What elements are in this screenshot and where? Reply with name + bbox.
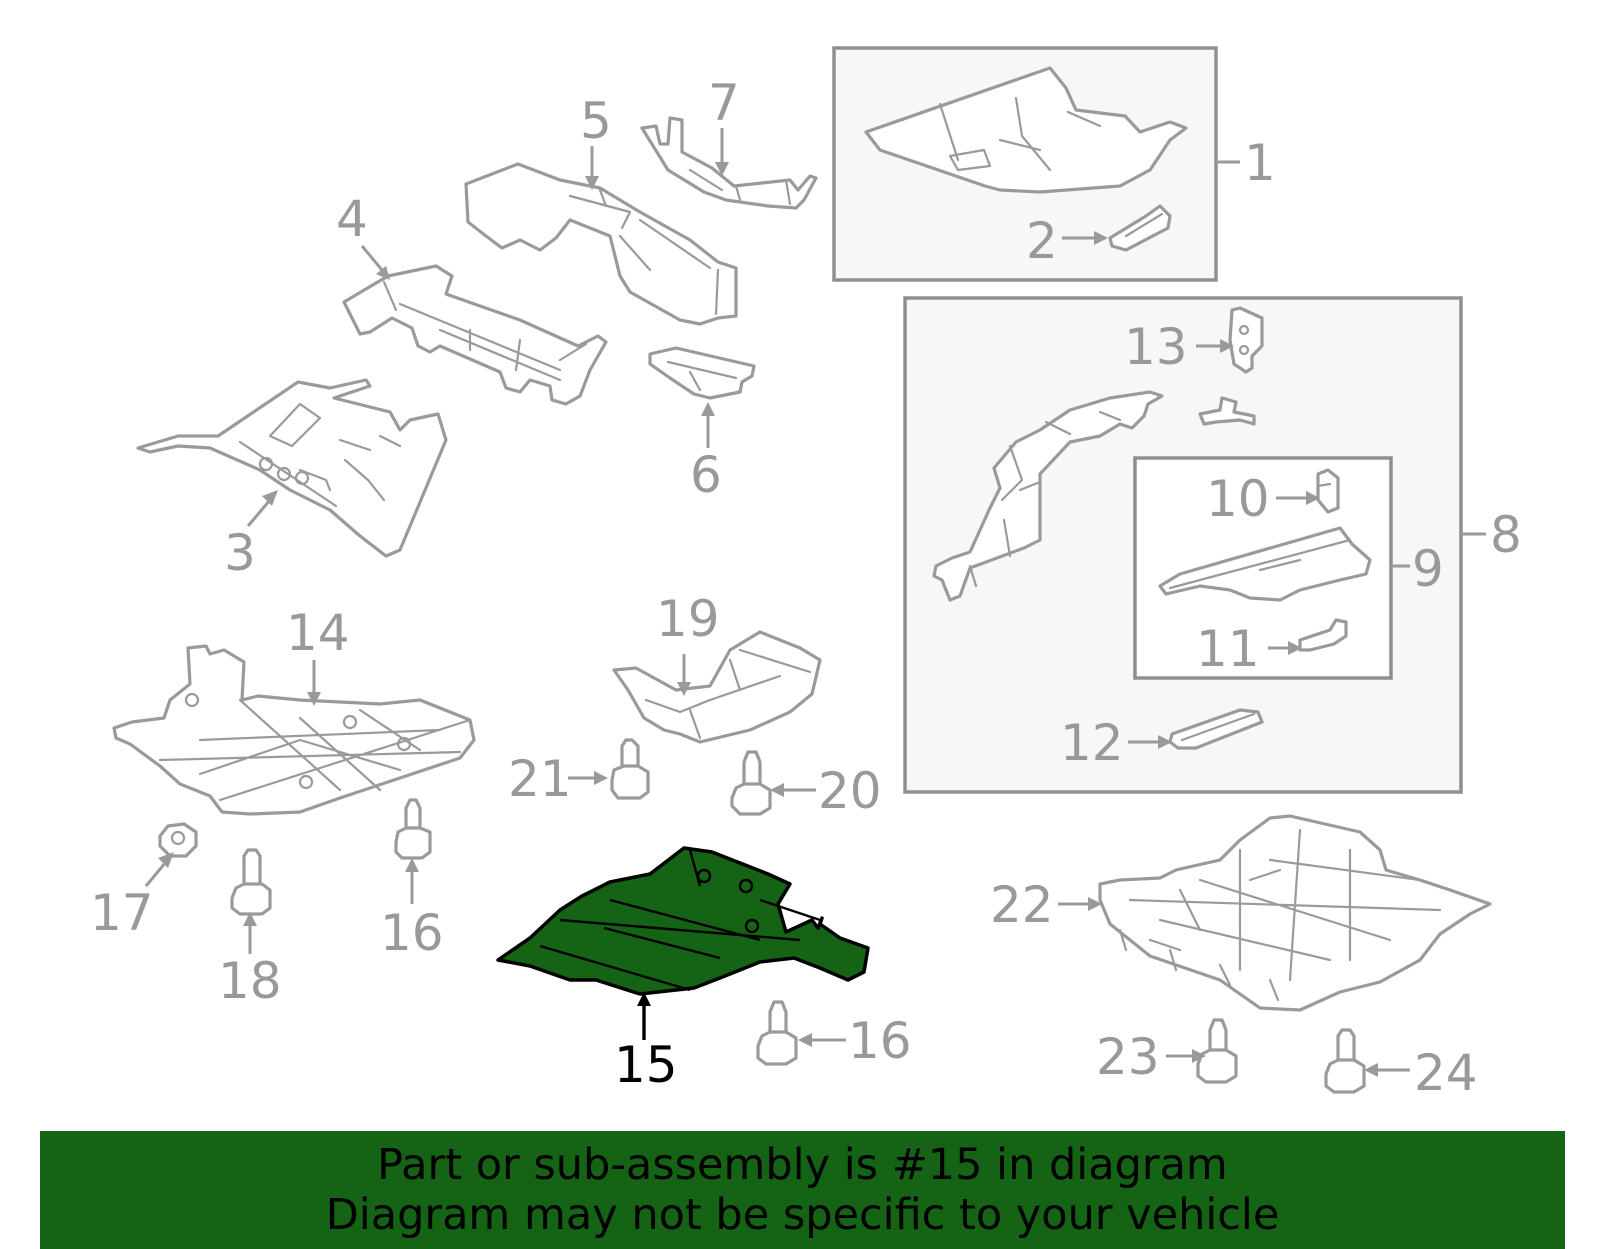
callout-8: 8 xyxy=(1490,506,1522,564)
part-20-bolt[interactable] xyxy=(730,750,772,816)
callout-18: 18 xyxy=(218,952,282,1010)
part-10[interactable] xyxy=(1316,468,1340,514)
part-23-bolt[interactable] xyxy=(1196,1018,1238,1084)
part-11[interactable] xyxy=(1298,618,1348,652)
info-banner: Part or sub-assembly is #15 in diagram D… xyxy=(40,1131,1565,1249)
part-13[interactable] xyxy=(1228,306,1264,374)
callout-16b: 16 xyxy=(848,1012,912,1070)
parts-diagram: 1 2 3 4 5 6 7 8 9 10 11 12 13 14 15 16 1… xyxy=(90,46,1522,1102)
callout-20: 20 xyxy=(818,762,882,820)
callout-5: 5 xyxy=(580,92,612,150)
part-12[interactable] xyxy=(1168,708,1264,750)
part-17-nut[interactable] xyxy=(158,822,198,858)
part-16-bolt-b[interactable] xyxy=(756,1000,798,1066)
callout-6: 6 xyxy=(690,446,722,504)
part-4[interactable] xyxy=(342,264,608,406)
callout-19: 19 xyxy=(656,590,720,648)
callout-2: 2 xyxy=(1026,212,1058,270)
part-16-bolt-a[interactable] xyxy=(394,798,432,860)
banner-line-2: Diagram may not be specific to your vehi… xyxy=(325,1190,1280,1240)
part-9[interactable] xyxy=(1158,526,1372,602)
part-19[interactable] xyxy=(612,630,822,744)
callout-16a: 16 xyxy=(380,904,444,962)
callout-12: 12 xyxy=(1060,714,1124,772)
part-21-bolt[interactable] xyxy=(610,738,650,800)
part-6[interactable] xyxy=(648,346,756,400)
part-18-bolt[interactable] xyxy=(230,848,272,916)
part-7[interactable] xyxy=(640,116,818,210)
part-15-highlighted[interactable] xyxy=(496,846,870,996)
part-5[interactable] xyxy=(464,162,738,326)
callout-21: 21 xyxy=(508,750,572,808)
callout-24: 24 xyxy=(1414,1044,1478,1102)
part-13-bracket xyxy=(1198,396,1256,426)
callout-22: 22 xyxy=(990,876,1054,934)
part-22[interactable] xyxy=(1098,814,1492,1012)
callout-14: 14 xyxy=(286,604,350,662)
callout-10: 10 xyxy=(1206,470,1270,528)
part-1[interactable] xyxy=(864,66,1188,194)
callout-1: 1 xyxy=(1244,134,1276,192)
part-2[interactable] xyxy=(1108,204,1172,252)
callout-3: 3 xyxy=(224,524,256,582)
part-14[interactable] xyxy=(112,644,476,816)
callout-13: 13 xyxy=(1124,318,1188,376)
part-3[interactable] xyxy=(136,378,448,558)
part-8[interactable] xyxy=(932,390,1164,602)
callout-15: 15 xyxy=(614,1036,678,1094)
callout-7: 7 xyxy=(708,74,740,132)
callout-23: 23 xyxy=(1096,1028,1160,1086)
part-24-bolt[interactable] xyxy=(1324,1028,1366,1094)
callout-11: 11 xyxy=(1196,620,1260,678)
banner-line-1: Part or sub-assembly is #15 in diagram xyxy=(377,1140,1228,1190)
callout-17: 17 xyxy=(90,884,154,942)
callout-9: 9 xyxy=(1412,540,1444,598)
callout-4: 4 xyxy=(336,190,368,248)
